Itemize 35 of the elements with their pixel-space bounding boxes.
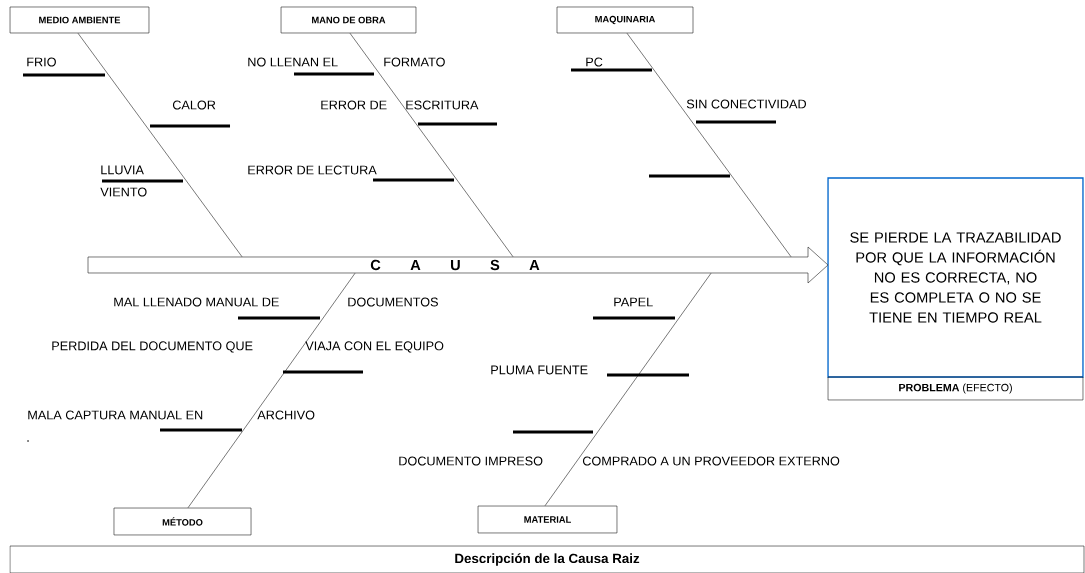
cause-label: DOCUMENTOS — [348, 297, 438, 307]
category-box: MATERIAL — [477, 505, 618, 534]
cause-label: PLUMA FUENTE — [491, 365, 588, 375]
bone-line — [77, 33, 243, 257]
category-box: MANO DE OBRA — [280, 6, 417, 34]
cause-label: LLUVIA — [101, 165, 144, 175]
problem-box: SE PIERDE LA TRAZABILIDAD POR QUE LA INFORMACIÓN NO ES CORRECTA, NO ES COMPLETA O NO SE TIENE EN TIEMPO REAL — [827, 177, 1084, 378]
category-box: MÉTODO — [113, 507, 252, 536]
cause-label: DOCUMENTO IMPRESO — [399, 456, 543, 466]
cause-label: MAL LLENADO MANUAL DE — [114, 297, 279, 307]
cause-label: VIAJA CON EL EQUIPO — [305, 341, 444, 353]
cause-label: PAPEL — [614, 297, 653, 307]
category-box: MAQUINARIA — [556, 6, 694, 34]
bone-line — [544, 273, 712, 507]
cause-label: NO LLENAN EL — [248, 57, 338, 67]
cause-label: ERROR DE LECTURA — [248, 165, 377, 175]
cause-label: FORMATO — [384, 57, 445, 67]
cause-label: SIN CONECTIVIDAD — [686, 99, 806, 109]
footer-box: Descripción de la Causa Raiz — [9, 545, 1085, 573]
cause-label: ESCRITURA — [406, 100, 479, 110]
cause-label: ERROR DE — [321, 100, 387, 110]
bone-line — [349, 33, 514, 257]
cause-label: FRIO — [27, 57, 56, 67]
problem-label: PROBLEMA (EFECTO) — [827, 376, 1084, 401]
category-box: MEDIO AMBIENTE — [9, 6, 150, 34]
cause-label: COMPRADO A UN PROVEEDOR EXTERNO — [582, 456, 840, 466]
cause-label: PERDIDA DEL DOCUMENTO QUE — [52, 341, 253, 353]
cause-label: CALOR — [172, 100, 216, 110]
cause-label: PC — [586, 57, 603, 67]
cause-label: . — [27, 440, 29, 442]
bone-line — [626, 33, 792, 257]
cause-label: ARCHIVO — [257, 410, 315, 420]
bone-line — [187, 273, 356, 509]
cause-label: VIENTO — [100, 187, 147, 197]
cause-label: MALA CAPTURA MANUAL EN — [28, 410, 203, 420]
